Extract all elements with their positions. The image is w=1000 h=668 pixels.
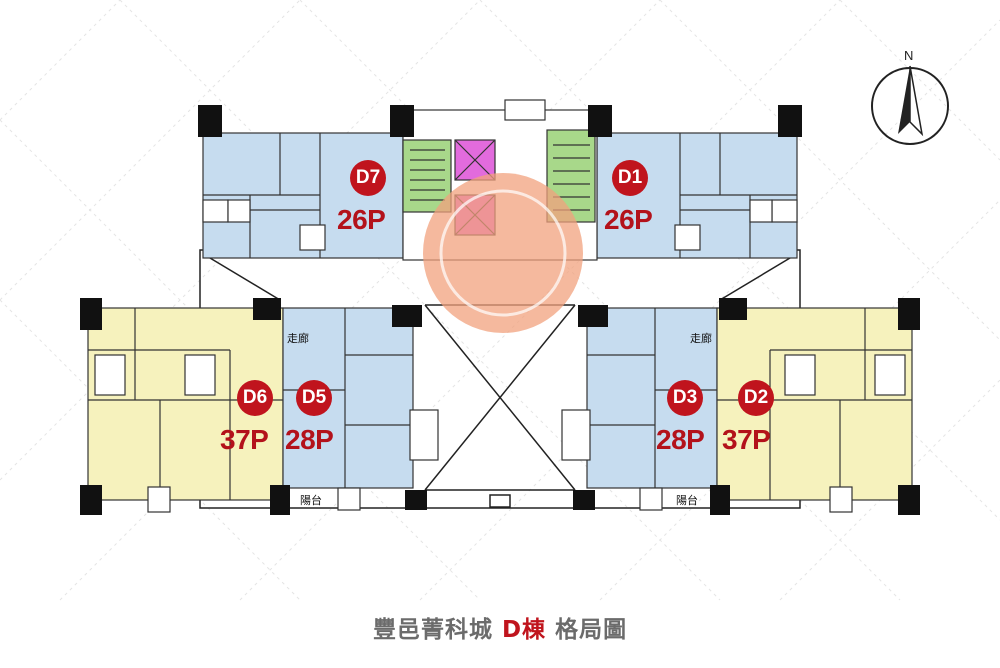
unit-size-d1: 26P (604, 204, 653, 235)
corridor-label-right: 走廊 (690, 332, 712, 345)
unit-badge-d5: D5 (296, 380, 332, 416)
unit-size-d5: 28P (285, 424, 334, 455)
balcony-label-right: 陽台 (676, 494, 698, 507)
unit-size-d6: 37P (220, 424, 269, 455)
caption-building: D棟 (501, 617, 547, 643)
unit-size-d3: 28P (656, 424, 705, 455)
unit-badge-d3: D3 (667, 380, 703, 416)
unit-badge-d6: D6 (237, 380, 273, 416)
north-arrow-icon (871, 65, 949, 145)
unit-badge-d1: D1 (612, 160, 648, 196)
unit-d7-plan (202, 132, 404, 259)
unit-badge-d2: D2 (738, 380, 774, 416)
caption-suffix: 格局圖 (555, 617, 628, 643)
unit-badge-d7: D7 (350, 160, 386, 196)
plan-caption: 豐邑菁科城 D棟 格局圖 (0, 610, 1000, 644)
unit-d5-plan (282, 307, 439, 511)
corridor-label-left: 走廊 (287, 332, 309, 345)
unit-size-d7: 26P (337, 204, 386, 235)
caption-project: 豐邑菁科城 (372, 617, 493, 643)
north-label: N (904, 48, 914, 63)
unit-size-d2: 37P (722, 424, 771, 455)
company-logo-watermark (423, 173, 583, 333)
columns (80, 105, 920, 515)
unit-d2-plan (716, 307, 913, 513)
balcony-label-left: 陽台 (300, 494, 322, 507)
